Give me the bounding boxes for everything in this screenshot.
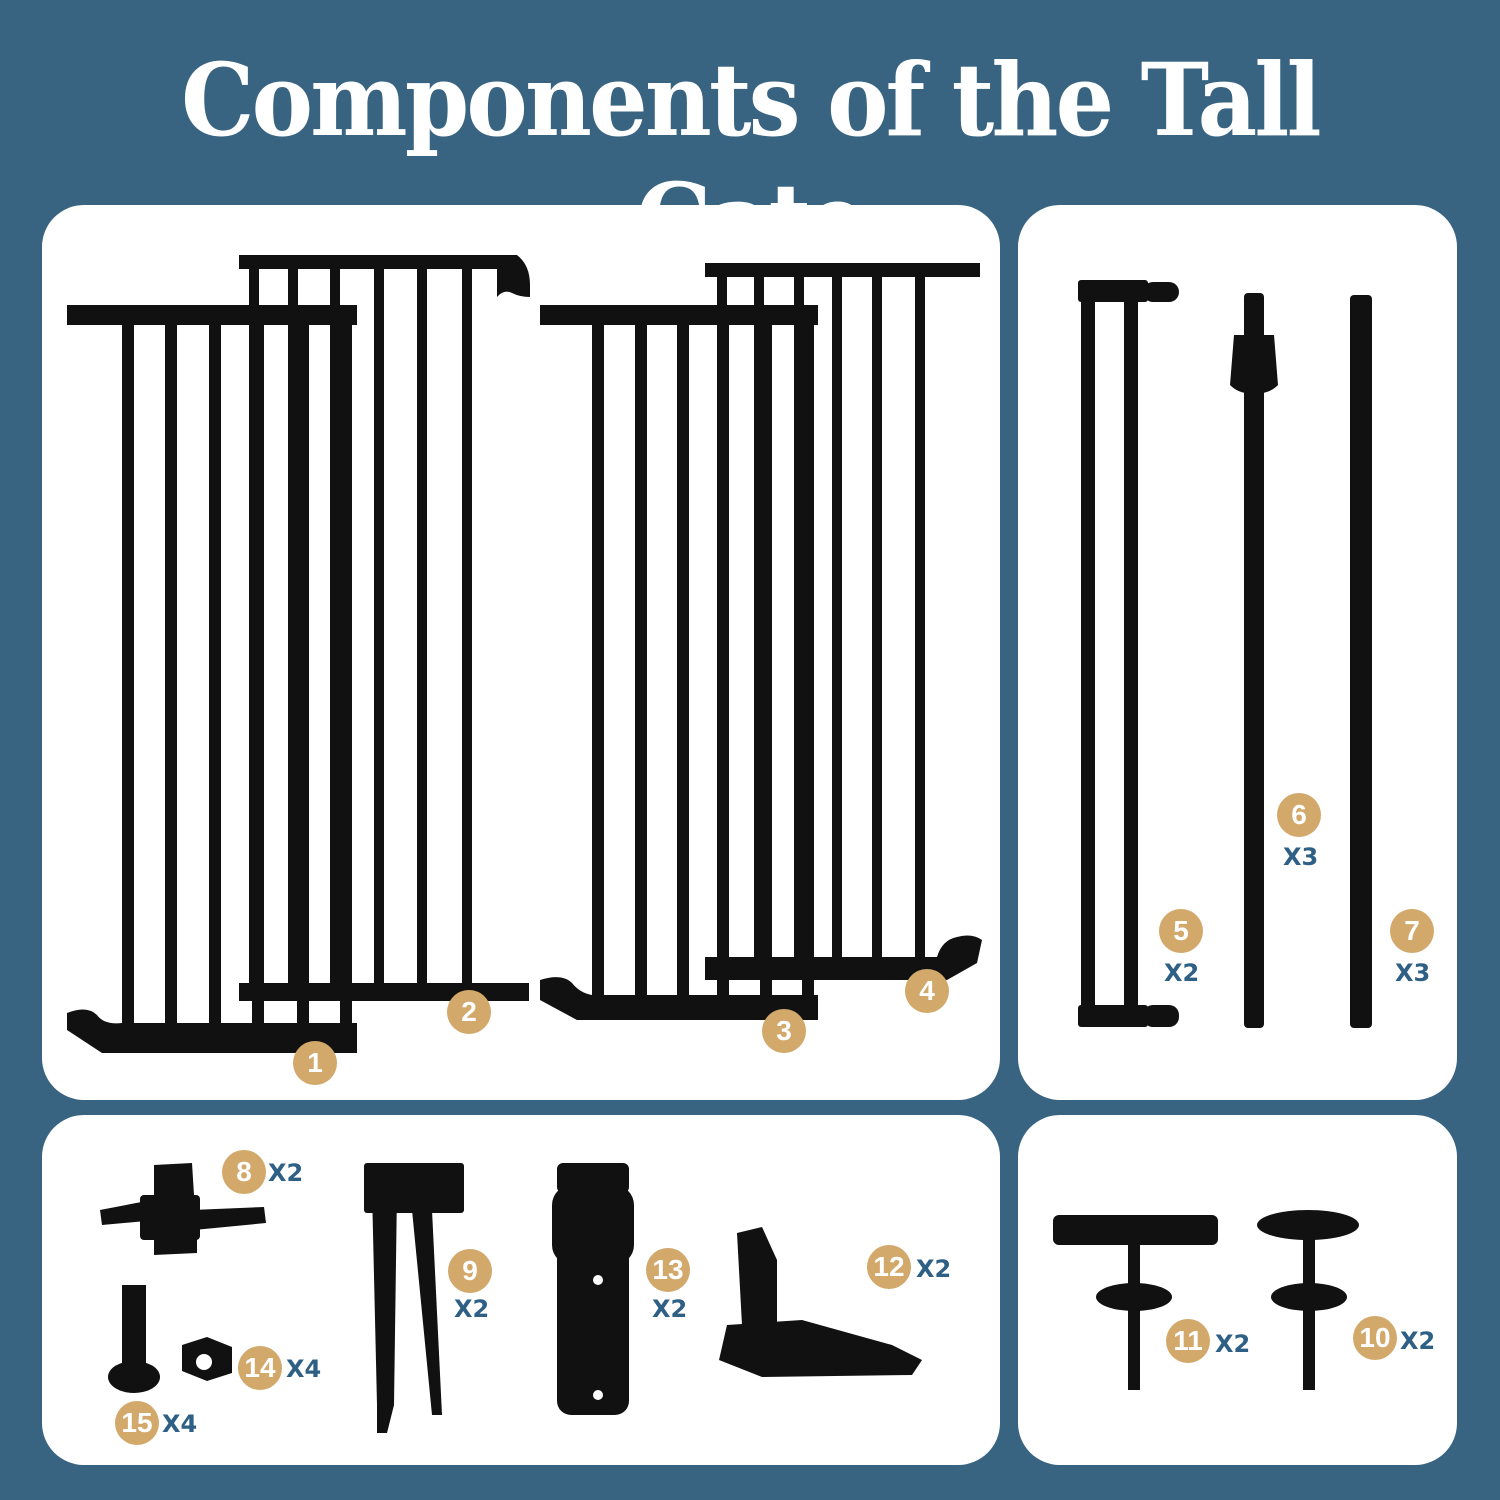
badge-7: 7 [1390,909,1434,953]
badge-6: 6 [1277,793,1321,837]
badge-14: 14 [238,1346,282,1390]
badge-15: 15 [115,1401,159,1445]
quantity-11: X2 [1215,1330,1251,1358]
quantity-5: X2 [1164,959,1200,987]
hardware-illustration [100,1163,922,1433]
quantity-10: X2 [1400,1327,1436,1355]
panel-pressure-bolts: 11 X2 10 X2 [1018,1115,1457,1465]
badge-9: 9 [448,1249,492,1293]
badge-2: 2 [447,990,491,1034]
badge-1: 1 [293,1041,337,1085]
panel-poles: 6 X3 5 X2 7 X3 [1018,205,1457,1100]
quantity-14: X4 [286,1355,322,1383]
badge-10: 10 [1353,1316,1397,1360]
quantity-9: X2 [454,1295,490,1323]
badge-13: 13 [646,1248,690,1292]
badge-12: 12 [867,1245,911,1289]
pressure-bolts-illustration [1053,1210,1359,1390]
poles-illustration [1078,280,1372,1028]
quantity-15: X4 [162,1410,198,1438]
quantity-7: X3 [1395,959,1431,987]
panel-extensions: 1 2 3 4 [42,205,1000,1100]
badge-5: 5 [1159,909,1203,953]
panel-hardware: 8 X2 9 X2 13 X2 12 X2 14 X4 15 X4 [42,1115,1000,1465]
quantity-6: X3 [1283,843,1319,871]
badge-8: 8 [222,1150,266,1194]
quantity-13: X2 [652,1295,688,1323]
badge-4: 4 [905,969,949,1013]
badge-11: 11 [1166,1319,1210,1363]
quantity-8: X2 [268,1159,304,1187]
badge-3: 3 [762,1009,806,1053]
gate-panel-illustration [67,255,982,1053]
quantity-12: X2 [916,1255,952,1283]
